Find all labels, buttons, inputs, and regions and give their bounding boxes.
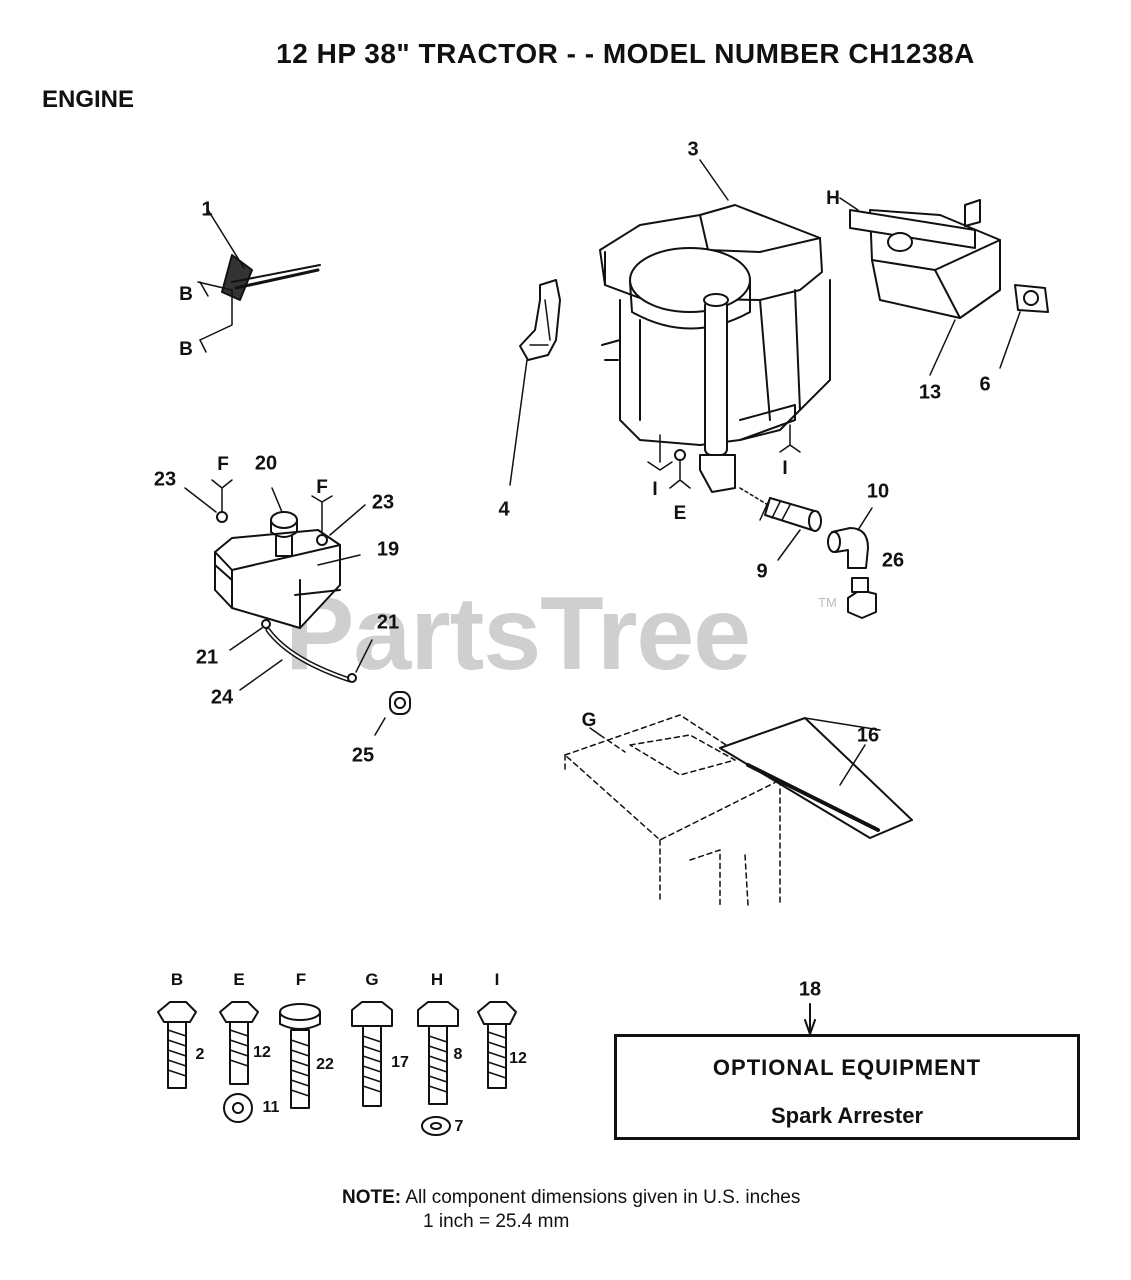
optional-equipment-title: OPTIONAL EQUIPMENT: [712, 1055, 982, 1080]
ref-letter-f-right: F: [316, 477, 328, 498]
part-9-pipe-nipple: [740, 488, 821, 560]
ref-letter-g: G: [581, 710, 597, 731]
fastener-bolt-e: [220, 1002, 258, 1122]
ref-letter-h: H: [826, 188, 840, 209]
callout-10[interactable]: 10: [866, 480, 890, 503]
washer-qty-h: 7: [454, 1118, 464, 1135]
part-16-deflector: [720, 718, 912, 838]
callout-16[interactable]: 16: [856, 724, 880, 747]
part-26-plug: [848, 578, 876, 618]
fastener-letter-b: B: [170, 970, 184, 989]
callout-20[interactable]: 20: [254, 452, 278, 475]
ref-letter-f-left: F: [217, 454, 229, 475]
fastener-bolt-f: [280, 1004, 320, 1108]
ref-letter-e: E: [673, 503, 687, 524]
ref-letter-b-lower: B: [179, 339, 193, 360]
callout-21-right[interactable]: 21: [376, 611, 400, 634]
note-line-2: 1 inch = 25.4 mm: [423, 1211, 570, 1232]
fastener-letter-e: E: [233, 970, 245, 989]
part-25-fuel-filter: [375, 692, 410, 735]
fastener-bolt-h: [418, 1002, 458, 1135]
leader-h: [840, 198, 858, 210]
fastener-bolt-g: [352, 1002, 392, 1106]
callout-1[interactable]: 1: [201, 198, 213, 221]
note-line-1: NOTE: All component dimensions given in …: [342, 1187, 800, 1209]
fastener-qty-f: 22: [316, 1056, 334, 1073]
part-20-fuel-cap: [271, 488, 297, 556]
callout-18[interactable]: 18: [798, 978, 822, 1001]
callout-6[interactable]: 6: [979, 373, 991, 396]
page-title: 12 HP 38" TRACTOR - - MODEL NUMBER CH123…: [276, 38, 975, 69]
callout-21-left[interactable]: 21: [195, 646, 219, 669]
part-1-throttle-cable: [198, 210, 320, 352]
fastener-letter-h: H: [430, 970, 444, 989]
optional-equipment-item: Spark Arrester: [770, 1103, 924, 1128]
watermark: PartsTree: [285, 576, 751, 692]
frame-dashed: [565, 715, 780, 905]
leader-18: [805, 1004, 815, 1034]
fastener-bolt-i: [478, 1002, 516, 1088]
callout-3[interactable]: 3: [687, 138, 699, 161]
fastener-bolt-b: [158, 1002, 196, 1088]
part-19-fuel-tank: [215, 530, 360, 628]
note-text: All component dimensions given in U.S. i…: [405, 1187, 801, 1208]
part-6-gasket: [1000, 285, 1048, 368]
fastener-letter-i: I: [494, 970, 500, 989]
optional-equipment-box[interactable]: OPTIONAL EQUIPMENT Spark Arrester: [614, 1034, 1080, 1140]
part-10-elbow: [828, 508, 872, 568]
ref-letter-i-left: I: [652, 479, 658, 500]
leader-g: [590, 728, 600, 735]
ref-letter-i-right: I: [782, 458, 788, 479]
fastener-letter-g: G: [365, 970, 379, 989]
fastener-qty-i: 12: [509, 1050, 527, 1067]
part-3-engine: [600, 160, 830, 492]
callout-23-right[interactable]: 23: [371, 491, 395, 514]
watermark-tm: TM: [818, 595, 837, 610]
note-label: NOTE:: [342, 1187, 402, 1208]
callout-23-left[interactable]: 23: [153, 468, 177, 491]
part-4-bracket: [510, 280, 560, 485]
callout-25[interactable]: 25: [351, 744, 375, 767]
fastener-qty-h: 8: [453, 1046, 463, 1063]
ref-letter-b-upper: B: [179, 284, 193, 305]
callout-26[interactable]: 26: [881, 549, 905, 572]
part-23-grommets: [185, 480, 365, 545]
callout-13[interactable]: 13: [918, 381, 942, 404]
washer-qty-e: 11: [262, 1099, 280, 1116]
callout-9[interactable]: 9: [756, 560, 768, 583]
fastener-qty-b: 2: [195, 1046, 205, 1063]
fastener-qty-g: 17: [391, 1054, 409, 1071]
part-24-fuel-line: [230, 620, 372, 690]
fastener-qty-e: 12: [253, 1044, 271, 1061]
callout-19[interactable]: 19: [376, 538, 400, 561]
part-13-muffler: [850, 200, 1000, 375]
fastener-letter-f: F: [295, 970, 307, 989]
callout-4[interactable]: 4: [498, 498, 510, 521]
callout-24[interactable]: 24: [210, 686, 234, 709]
section-heading: ENGINE: [42, 86, 135, 113]
